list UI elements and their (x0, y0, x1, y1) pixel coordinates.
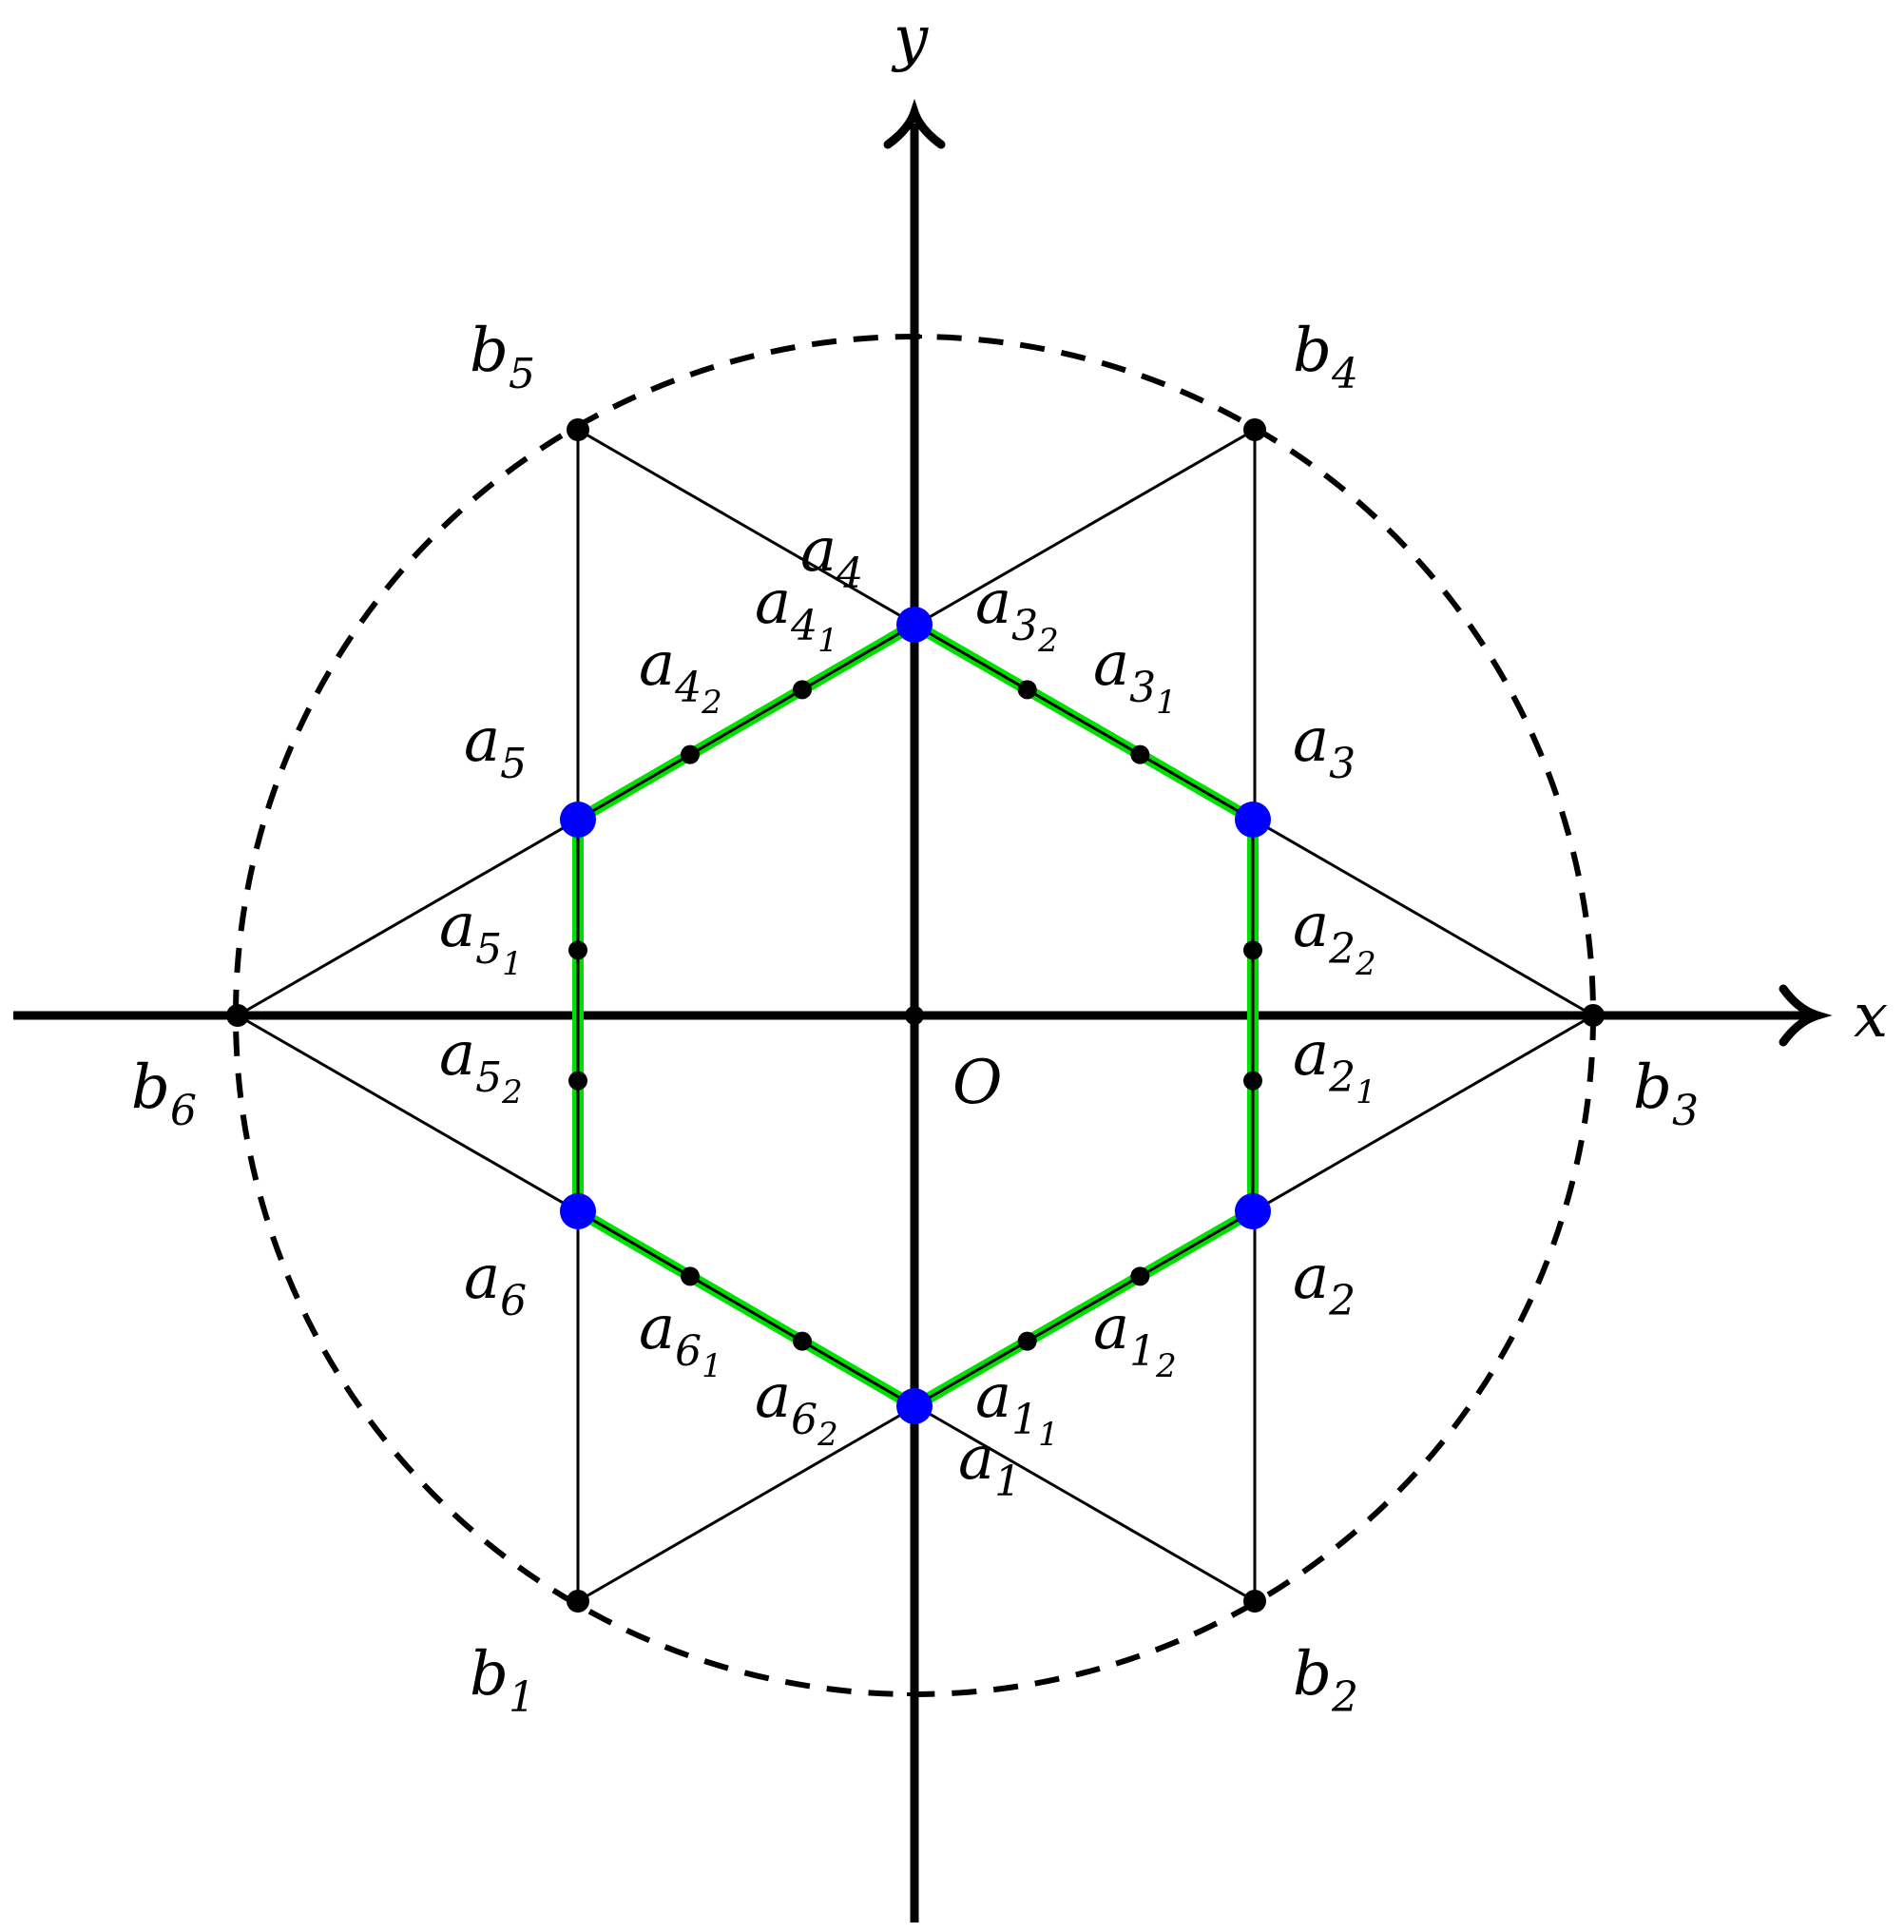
label-a11: a11 (975, 1362, 1059, 1454)
label-a12: a12 (1093, 1293, 1177, 1385)
label-b1: b1 (470, 1639, 535, 1722)
label-a3: a3 (1293, 705, 1356, 788)
vertex-a4 (896, 607, 933, 643)
edge-point-1-far (1130, 1266, 1150, 1286)
label-a21: a21 (1293, 1019, 1376, 1111)
edge-point-6-near (681, 1266, 700, 1286)
label-a52: a52 (439, 1019, 523, 1111)
edge-point-3-near (1130, 744, 1150, 764)
x-axis-arrowhead (1779, 984, 1833, 1047)
label-a42: a42 (639, 629, 722, 722)
edge-point-3-far (1017, 680, 1037, 700)
label-a6: a6 (464, 1243, 527, 1325)
label-a1: a1 (958, 1423, 1021, 1506)
point-b2 (1243, 1590, 1266, 1613)
edge-point-2-far (1243, 940, 1262, 960)
y-axis-label: y (891, 4, 929, 74)
label-a5: a5 (464, 705, 527, 788)
label-a22: a22 (1293, 891, 1376, 983)
label-b3: b3 (1633, 1053, 1699, 1135)
label-a32: a32 (975, 568, 1059, 660)
vertex-a3 (1235, 802, 1271, 838)
label-b4: b4 (1293, 316, 1358, 398)
x-axis-label: x (1854, 981, 1888, 1052)
edge-point-5-near (568, 940, 587, 960)
point-b4 (1243, 418, 1266, 441)
edge-point-6-far (793, 1331, 812, 1351)
vertex-a6 (560, 1193, 596, 1229)
label-a51: a51 (439, 891, 523, 983)
label-b6: b6 (131, 1053, 197, 1135)
edge-point-5-far (568, 1071, 587, 1091)
vertex-a1 (896, 1388, 933, 1424)
label-a4: a4 (800, 515, 863, 598)
vertex-a5 (560, 802, 596, 838)
point-b3 (1582, 1004, 1605, 1027)
edge-point-4-far (681, 744, 700, 764)
edge-point-2-near (1243, 1071, 1262, 1091)
edge-point-1-near (1017, 1331, 1037, 1351)
point-b5 (567, 418, 589, 441)
origin-point (905, 1006, 924, 1025)
edge-point-4-near (793, 680, 812, 700)
label-a2: a2 (1293, 1243, 1356, 1325)
point-b6 (226, 1004, 249, 1027)
label-a62: a62 (755, 1362, 838, 1454)
label-a41: a41 (755, 568, 838, 660)
label-b2: b2 (1293, 1639, 1358, 1722)
y-axis-arrowhead (883, 98, 946, 149)
label-b5: b5 (470, 316, 535, 398)
origin-label: O (952, 1048, 1002, 1118)
vertex-a2 (1235, 1193, 1271, 1229)
label-a61: a61 (639, 1293, 722, 1385)
point-b1 (567, 1590, 589, 1613)
label-a31: a31 (1093, 629, 1177, 722)
